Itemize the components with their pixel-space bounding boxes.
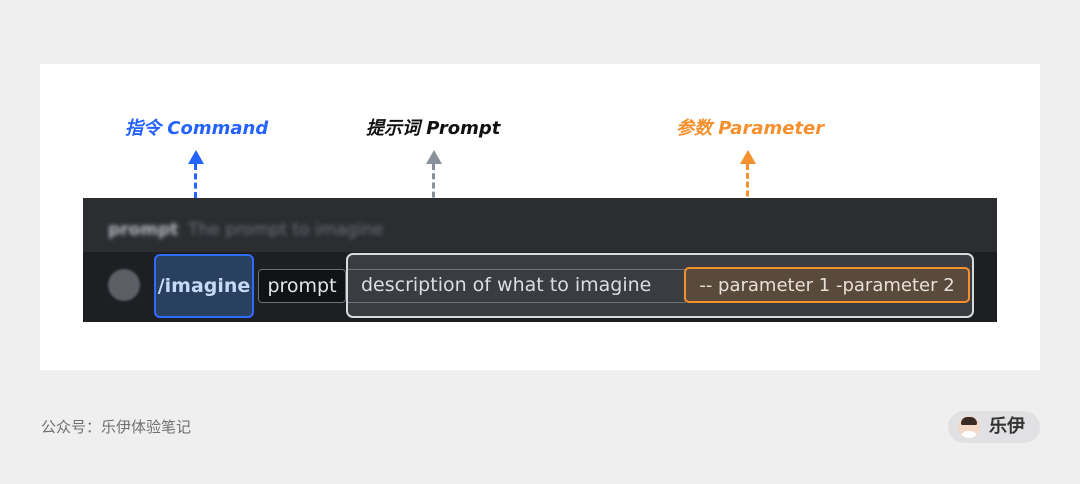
prompt-input-field[interactable]: [348, 269, 686, 303]
avatar-hair: [961, 417, 977, 425]
prompt-option-pill[interactable]: prompt: [258, 269, 346, 303]
imagine-command-chip[interactable]: /imagine: [154, 254, 254, 318]
bot-avatar: [108, 269, 140, 301]
author-avatar: [958, 416, 980, 438]
author-name: 乐伊: [989, 416, 1025, 437]
parameter-arrow-head: [740, 150, 756, 164]
option-title: prompt: [108, 220, 179, 240]
prompt-arrow-head: [426, 150, 442, 164]
option-hint: prompt The prompt to imagine: [108, 218, 383, 242]
avatar-shirt: [960, 431, 978, 438]
parameter-label: 参数 Parameter: [676, 118, 825, 139]
prompt-label: 提示词 Prompt: [366, 118, 501, 139]
option-description: The prompt to imagine: [188, 220, 384, 240]
command-label: 指令 Command: [125, 118, 269, 139]
prompt-description-text: description of what to imagine: [361, 274, 652, 296]
command-arrow-head: [188, 150, 204, 164]
account-credit: 公众号：乐伊体验笔记: [41, 418, 192, 436]
parameters-chip: -- parameter 1 -parameter 2: [684, 267, 970, 303]
